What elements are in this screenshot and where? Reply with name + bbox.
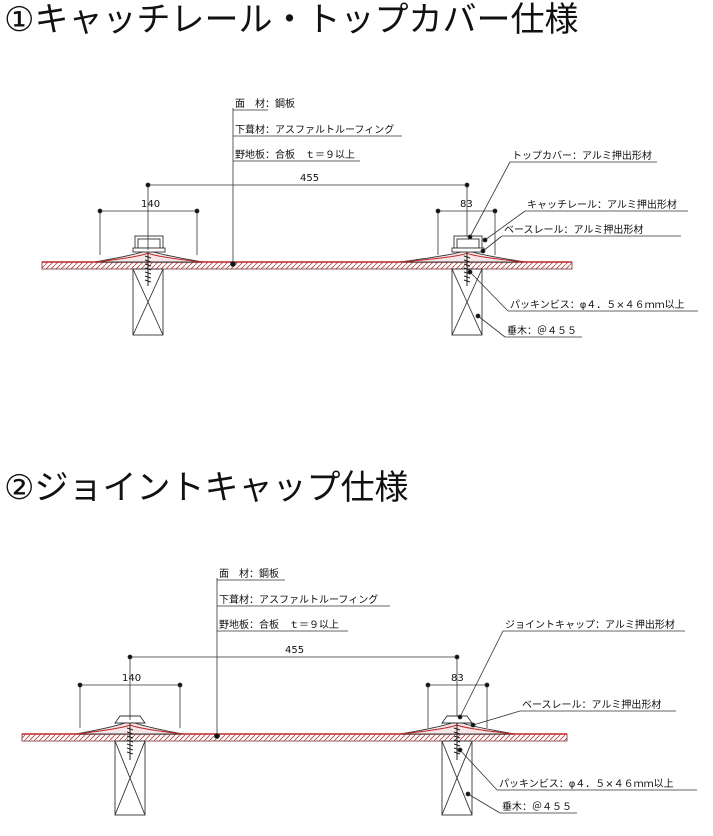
dim-left-width-text: 140 <box>141 199 160 210</box>
label-surface: 面 材：鋼板 <box>235 97 295 110</box>
dim-pitch-text: 455 <box>300 173 319 184</box>
dim-right-width-text: 83 <box>451 673 464 684</box>
label-sheathing: 野地板：合板 ｔ＝９以上 <box>235 148 355 161</box>
label-catch-rail: キャッチレール：アルミ押出形材 <box>527 198 677 211</box>
label-screw: パッキンビス：φ４．５×４６ｍｍ以上 <box>499 778 674 790</box>
dimension-pitch <box>127 654 460 720</box>
label-underlay: 下葺材：アスファルトルーフィング <box>235 123 394 136</box>
label-base-rail: ベースレール：アルミ押出形材 <box>522 698 661 711</box>
rail-assembly-left <box>94 235 204 263</box>
dim-pitch-text: 455 <box>285 645 304 656</box>
rail-assembly-right <box>399 235 526 263</box>
dimension-left-width <box>97 208 200 255</box>
right-leaders <box>457 630 697 814</box>
label-base-rail: ベースレール：アルミ押出形材 <box>504 223 643 236</box>
dim-right-width-text: 83 <box>460 199 473 210</box>
deck-label-leader <box>214 578 390 739</box>
section1-drawing: 455 140 83 面 材：鋼板 下葺材：アスファルトルーフィング 野地板：合… <box>41 97 698 338</box>
label-sheathing: 野地板：合板 ｔ＝９以上 <box>219 618 339 631</box>
screw-right <box>463 252 471 286</box>
label-screw: パッキンビス：φ４．５×４６ｍｍ以上 <box>510 299 685 311</box>
label-top-cover: トップカバー：アルミ押出形材 <box>512 149 652 162</box>
deck-label-leader <box>230 108 402 267</box>
section1-heading: ①キャッチレール・トップカバー仕様 <box>4 0 579 40</box>
screw-right <box>453 723 461 760</box>
roof-deck <box>21 733 568 742</box>
dimension-left-width <box>77 682 183 728</box>
roof-deck <box>41 261 573 270</box>
dimension-pitch <box>145 182 470 250</box>
label-rafter: 垂木：＠４５５ <box>502 801 572 813</box>
section2-drawing: 455 140 83 面 材：鋼板 下葺材：アスファルトルーフィング 野地板：合… <box>21 567 697 816</box>
label-underlay: 下葺材：アスファルトルーフィング <box>219 593 378 606</box>
label-surface: 面 材：鋼板 <box>219 567 279 580</box>
label-rafter: 垂木：＠４５５ <box>507 325 577 337</box>
screw-left <box>126 723 134 760</box>
label-joint-cap: ジョイントキャップ：アルミ押出形材 <box>505 618 675 631</box>
right-leaders <box>467 161 698 338</box>
screw-left <box>144 252 152 286</box>
dim-left-width-text: 140 <box>122 673 141 684</box>
section2-heading: ②ジョイントキャップ仕様 <box>4 468 409 508</box>
